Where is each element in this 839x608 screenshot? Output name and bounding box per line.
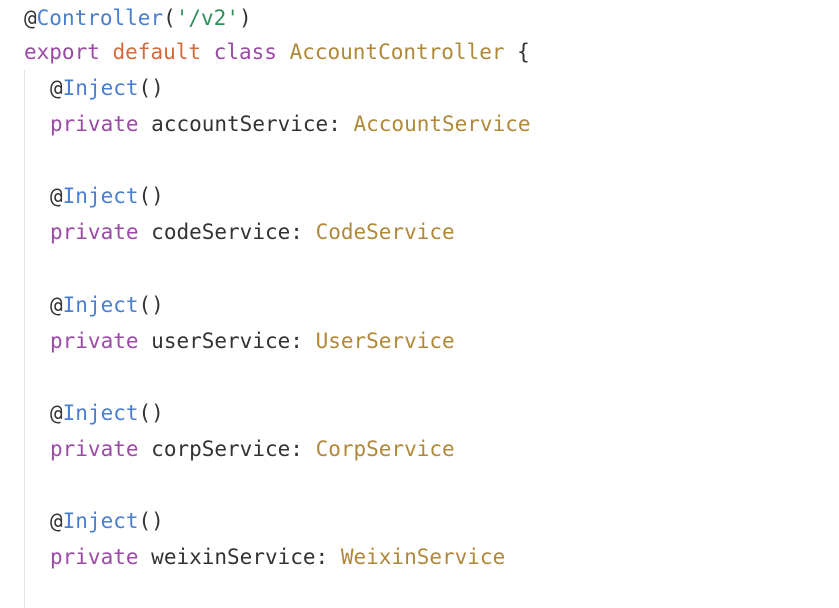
- decorator-name: Inject: [62, 401, 139, 425]
- field-type: CorpService: [315, 437, 455, 461]
- decorator-parens: (): [138, 76, 164, 100]
- decorator-name: Inject: [62, 509, 139, 533]
- decorator-at-sign: @: [50, 76, 63, 100]
- colon: :: [328, 112, 341, 136]
- code-line-inject-decorator: @Inject(): [50, 70, 164, 106]
- decorator-name: Inject: [62, 293, 139, 317]
- code-line-field-declaration: private codeService: CodeService: [50, 214, 455, 250]
- open-paren: (: [163, 6, 176, 30]
- code-line-inject-decorator: @Inject(): [50, 395, 164, 431]
- decorator-parens: (): [138, 509, 164, 533]
- decorator-at-sign: @: [50, 184, 63, 208]
- code-line-field-declaration: private userService: UserService: [50, 323, 455, 359]
- field-type: AccountService: [353, 112, 531, 136]
- decorator-at-sign: @: [50, 509, 63, 533]
- keyword-private: private: [50, 545, 139, 569]
- field-name: corpService: [151, 437, 291, 461]
- field-name: weixinService: [151, 545, 316, 569]
- colon: :: [315, 545, 329, 569]
- field-type: CodeService: [315, 220, 455, 244]
- colon: :: [290, 437, 303, 461]
- keyword-export: export: [24, 40, 100, 64]
- keyword-private: private: [50, 329, 139, 353]
- open-brace: {: [517, 40, 530, 64]
- colon: :: [290, 329, 303, 353]
- decorator-parens: (): [138, 401, 164, 425]
- code-line-field-declaration: private accountService: AccountService: [50, 106, 531, 142]
- keyword-private: private: [50, 437, 139, 461]
- code-line-inject-decorator: @Inject(): [50, 503, 164, 539]
- indent-guide: [24, 70, 25, 608]
- field-type: UserService: [315, 329, 455, 353]
- code-line-field-declaration: private weixinService: WeixinService: [50, 539, 505, 575]
- field-name: accountService: [151, 112, 329, 136]
- keyword-class: class: [213, 40, 277, 64]
- code-line-class-declaration: export default class AccountController {: [24, 34, 530, 70]
- decorator-at-sign: @: [50, 401, 63, 425]
- route-string: '/v2': [175, 6, 239, 30]
- decorator-name: Inject: [62, 184, 139, 208]
- decorator-at-sign: @: [24, 6, 37, 30]
- field-name: codeService: [151, 220, 291, 244]
- decorator-name: Controller: [36, 6, 164, 30]
- decorator-at-sign: @: [50, 293, 63, 317]
- colon: :: [290, 220, 303, 244]
- close-paren: ): [238, 6, 252, 30]
- code-line-controller-decorator: @Controller('/v2'): [24, 0, 252, 36]
- class-name: AccountController: [289, 40, 505, 64]
- code-line-inject-decorator: @Inject(): [50, 178, 164, 214]
- decorator-parens: (): [138, 184, 164, 208]
- keyword-private: private: [50, 112, 139, 136]
- code-line-inject-decorator: @Inject(): [50, 287, 164, 323]
- field-type: WeixinService: [340, 545, 506, 569]
- code-line-field-declaration: private corpService: CorpService: [50, 431, 455, 467]
- decorator-name: Inject: [62, 76, 139, 100]
- decorator-parens: (): [138, 293, 164, 317]
- field-name: userService: [151, 329, 291, 353]
- keyword-default: default: [112, 40, 202, 64]
- keyword-private: private: [50, 220, 139, 244]
